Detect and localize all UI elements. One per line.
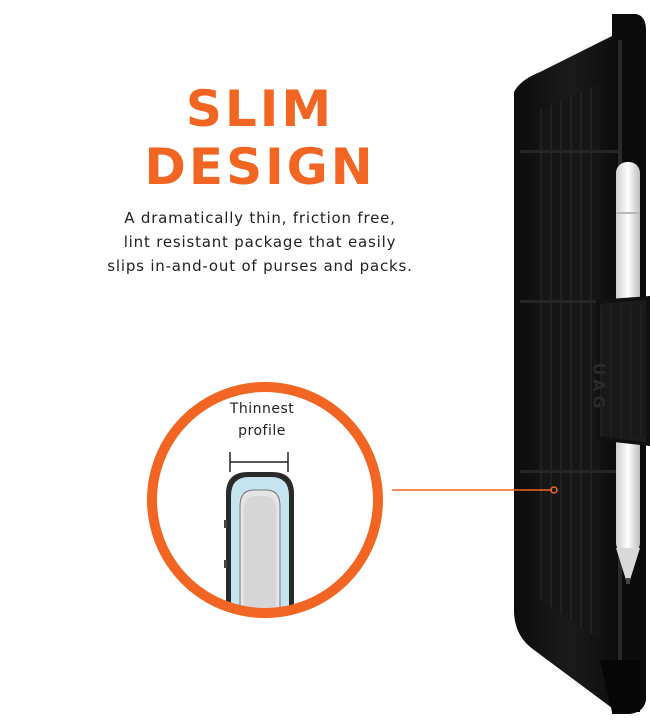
callout-label-line-2: profile [238, 423, 286, 439]
callout-label: Thinnest profile [192, 398, 332, 442]
description-line-3: slips in-and-out of purses and packs. [107, 257, 413, 275]
callout-label-line-1: Thinnest [229, 401, 295, 417]
uag-logo-text: UAG [589, 362, 609, 413]
title-line-1: SLIM [185, 80, 335, 138]
title-line-2: DESIGN [144, 138, 376, 196]
page-title: SLIM DESIGN [100, 80, 420, 196]
feature-description: A dramatically thin, friction free, lint… [60, 206, 460, 278]
callout-circle-ring [147, 382, 383, 618]
description-line-2: lint resistant package that easily [123, 233, 397, 251]
callout-anchor-dot [550, 486, 558, 494]
uag-logo: UAG [590, 363, 609, 413]
case-cross-section [224, 472, 294, 613]
pen-holder-strap [596, 296, 650, 446]
thickness-dimension-marker [229, 452, 289, 472]
description-line-1: A dramatically thin, friction free, [124, 209, 396, 227]
